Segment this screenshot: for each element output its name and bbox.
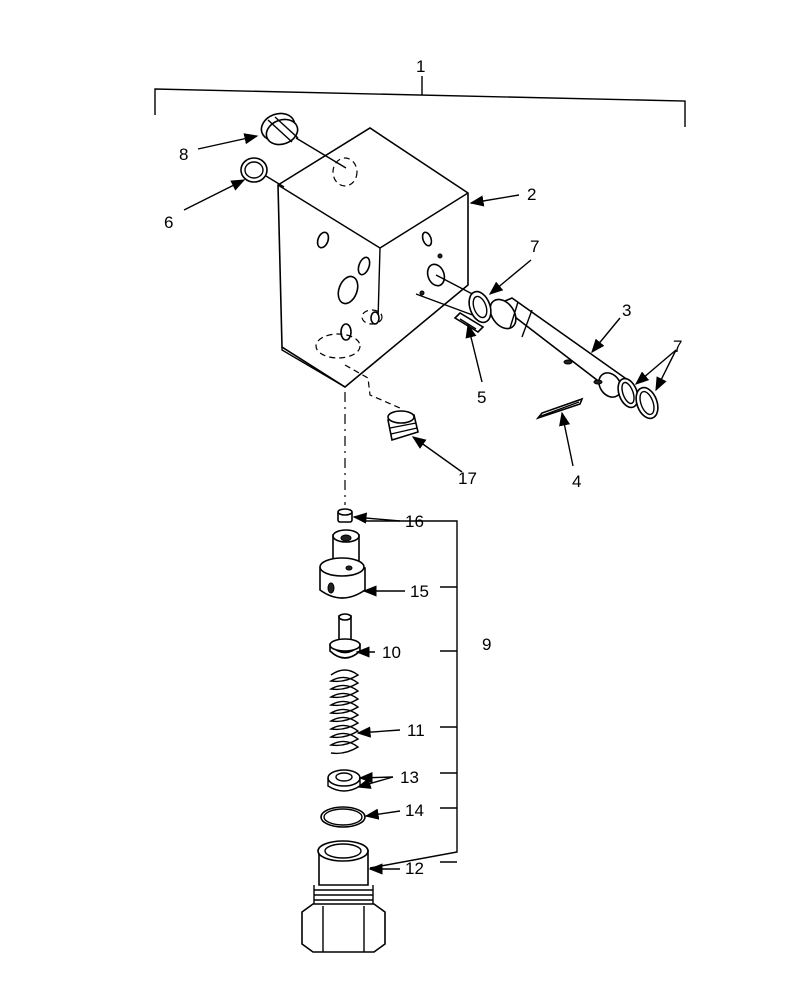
kit-bracket-9 xyxy=(362,520,458,869)
callout-13: 13 xyxy=(400,768,419,787)
callout-3: 3 xyxy=(622,301,631,320)
callout-12: 12 xyxy=(405,859,424,878)
cap-16 xyxy=(337,508,353,523)
callout-7-lower: 7 xyxy=(673,337,682,356)
callout-16: 16 xyxy=(405,512,424,531)
spool-3 xyxy=(489,297,627,398)
poppet-10 xyxy=(329,613,361,659)
callout-17: 17 xyxy=(458,469,477,488)
callout-4: 4 xyxy=(572,472,581,491)
snap-ring-6 xyxy=(240,157,285,188)
callout-5: 5 xyxy=(477,388,486,407)
callout-1: 1 xyxy=(416,57,425,76)
callout-15: 15 xyxy=(410,582,429,601)
callout-9: 9 xyxy=(482,635,491,654)
plug-fitting-12 xyxy=(301,840,386,953)
callout-14: 14 xyxy=(405,801,424,820)
leader-lines xyxy=(183,133,677,875)
callout-11: 11 xyxy=(407,721,425,740)
o-ring-7-left xyxy=(468,290,492,324)
callout-7-upper: 7 xyxy=(530,237,539,256)
assembly-bracket xyxy=(154,76,686,127)
callout-2: 2 xyxy=(527,185,536,204)
callout-10: 10 xyxy=(382,643,401,662)
o-ring-14 xyxy=(320,806,366,828)
valve-body xyxy=(277,127,469,388)
plug-17 xyxy=(344,364,419,442)
spring-11 xyxy=(328,669,360,755)
roll-pin-4 xyxy=(535,397,584,420)
washers-13 xyxy=(327,769,361,792)
o-rings-7-right xyxy=(617,377,659,420)
callout-6: 6 xyxy=(164,213,173,232)
sleeve-15 xyxy=(319,529,366,599)
plug-8 xyxy=(260,112,347,169)
callout-8: 8 xyxy=(179,145,188,164)
